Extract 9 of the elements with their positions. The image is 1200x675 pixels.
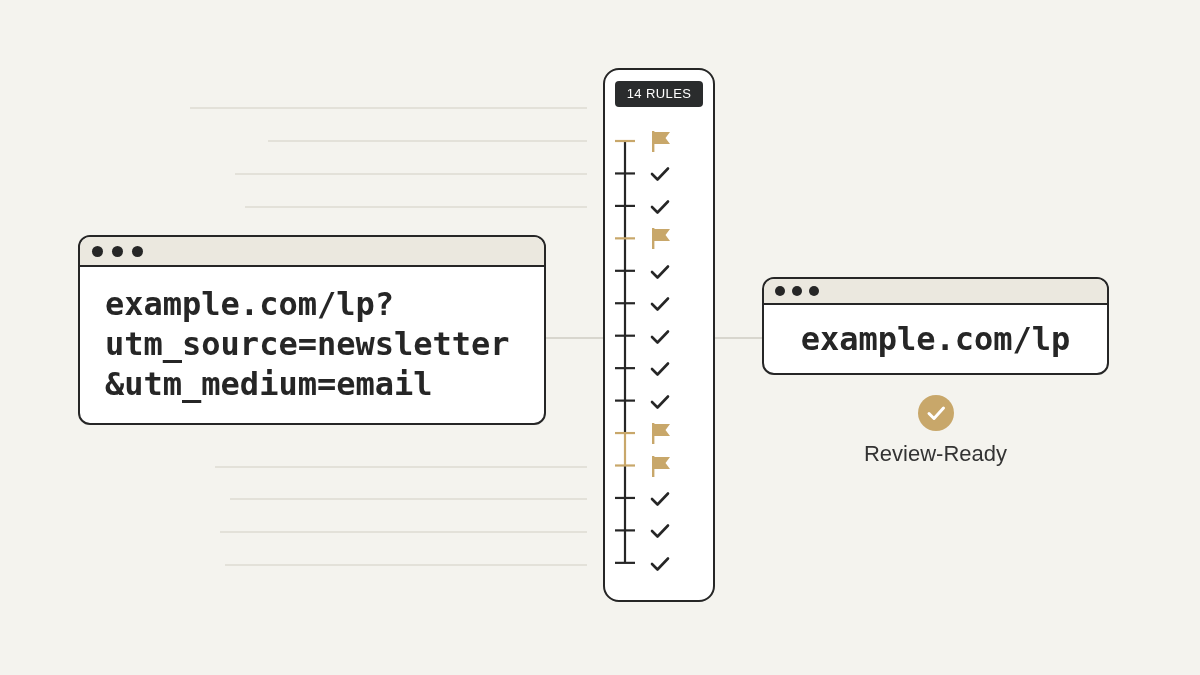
connector-line	[545, 337, 604, 339]
browser-window	[78, 235, 546, 425]
rules-panel	[603, 68, 715, 602]
status-label: Review-Ready	[863, 441, 1008, 467]
browser-window	[762, 277, 1109, 375]
url-text: example.com/lp	[800, 319, 1071, 359]
url-text: example.com/lp? utm_source=newsletter &utm_medium=email	[105, 284, 511, 404]
connector-line	[714, 337, 763, 339]
rule-count-tag: 14 RULES	[615, 81, 703, 107]
